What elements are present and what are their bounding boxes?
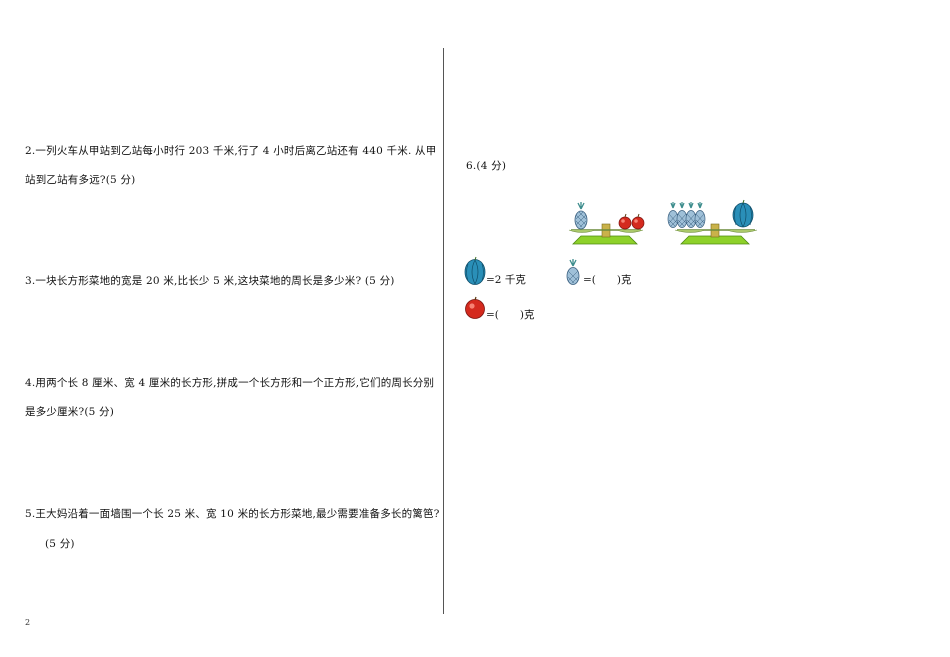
apple-icon xyxy=(618,213,645,230)
question-2-line-2: 站到乙站有多远?(5 分) xyxy=(25,174,136,186)
question-4-line-1: 4.用两个长 8 厘米、宽 4 厘米的长方形,拼成一个长方形和一个正方形,它们的… xyxy=(25,377,435,389)
apple-icon xyxy=(465,296,485,319)
watermelon-icon xyxy=(732,199,754,228)
pineapple-icon xyxy=(566,259,580,285)
apple-weight[interactable]: =( )克 xyxy=(486,309,535,321)
scale-base xyxy=(680,235,750,245)
question-4-line-2: 是多少厘米?(5 分) xyxy=(25,406,115,418)
watermelon-weight: =2 千克 xyxy=(486,274,526,286)
balance-scale-left xyxy=(568,202,645,245)
pineapple-weight[interactable]: =( )克 xyxy=(583,274,632,286)
pineapple-group-icon xyxy=(667,202,706,228)
column-divider xyxy=(443,48,444,614)
balance-scale-right xyxy=(667,199,758,245)
pineapple-icon xyxy=(574,202,588,230)
question-2-line-1: 2.一列火车从甲站到乙站每小时行 203 千米,行了 4 小时后离乙站还有 44… xyxy=(25,145,437,157)
question-3: 3.一块长方形菜地的宽是 20 米,比长少 5 米,这块菜地的周长是多少米? (… xyxy=(25,275,395,287)
question-5-line-1: 5.王大妈沿着一面墙围一个长 25 米、宽 10 米的长方形菜地,最少需要准备多… xyxy=(25,508,440,520)
scale-base xyxy=(572,235,638,245)
question-6: 6.(4 分) xyxy=(466,160,507,172)
page-number: 2 xyxy=(25,618,31,627)
question-5-line-2: (5 分) xyxy=(45,538,75,550)
watermelon-icon xyxy=(464,256,486,285)
